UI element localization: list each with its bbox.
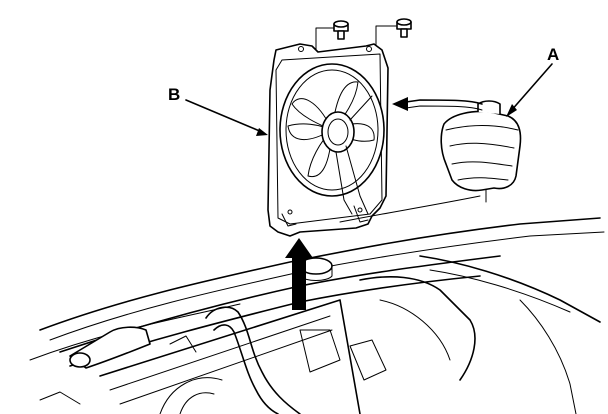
callout-b-label: B <box>168 85 180 104</box>
fan-shroud-assembly <box>267 43 389 237</box>
callout-b: B <box>168 85 268 136</box>
callout-a-label: A <box>547 45 559 64</box>
bolt-icon <box>333 20 349 40</box>
callout-a: A <box>506 45 559 117</box>
coolant-reservoir <box>339 99 522 223</box>
upward-arrow-icon <box>285 238 313 310</box>
bolt-icon <box>396 18 412 38</box>
hose-arrow-icon <box>392 97 408 111</box>
engine-bay <box>29 217 605 414</box>
